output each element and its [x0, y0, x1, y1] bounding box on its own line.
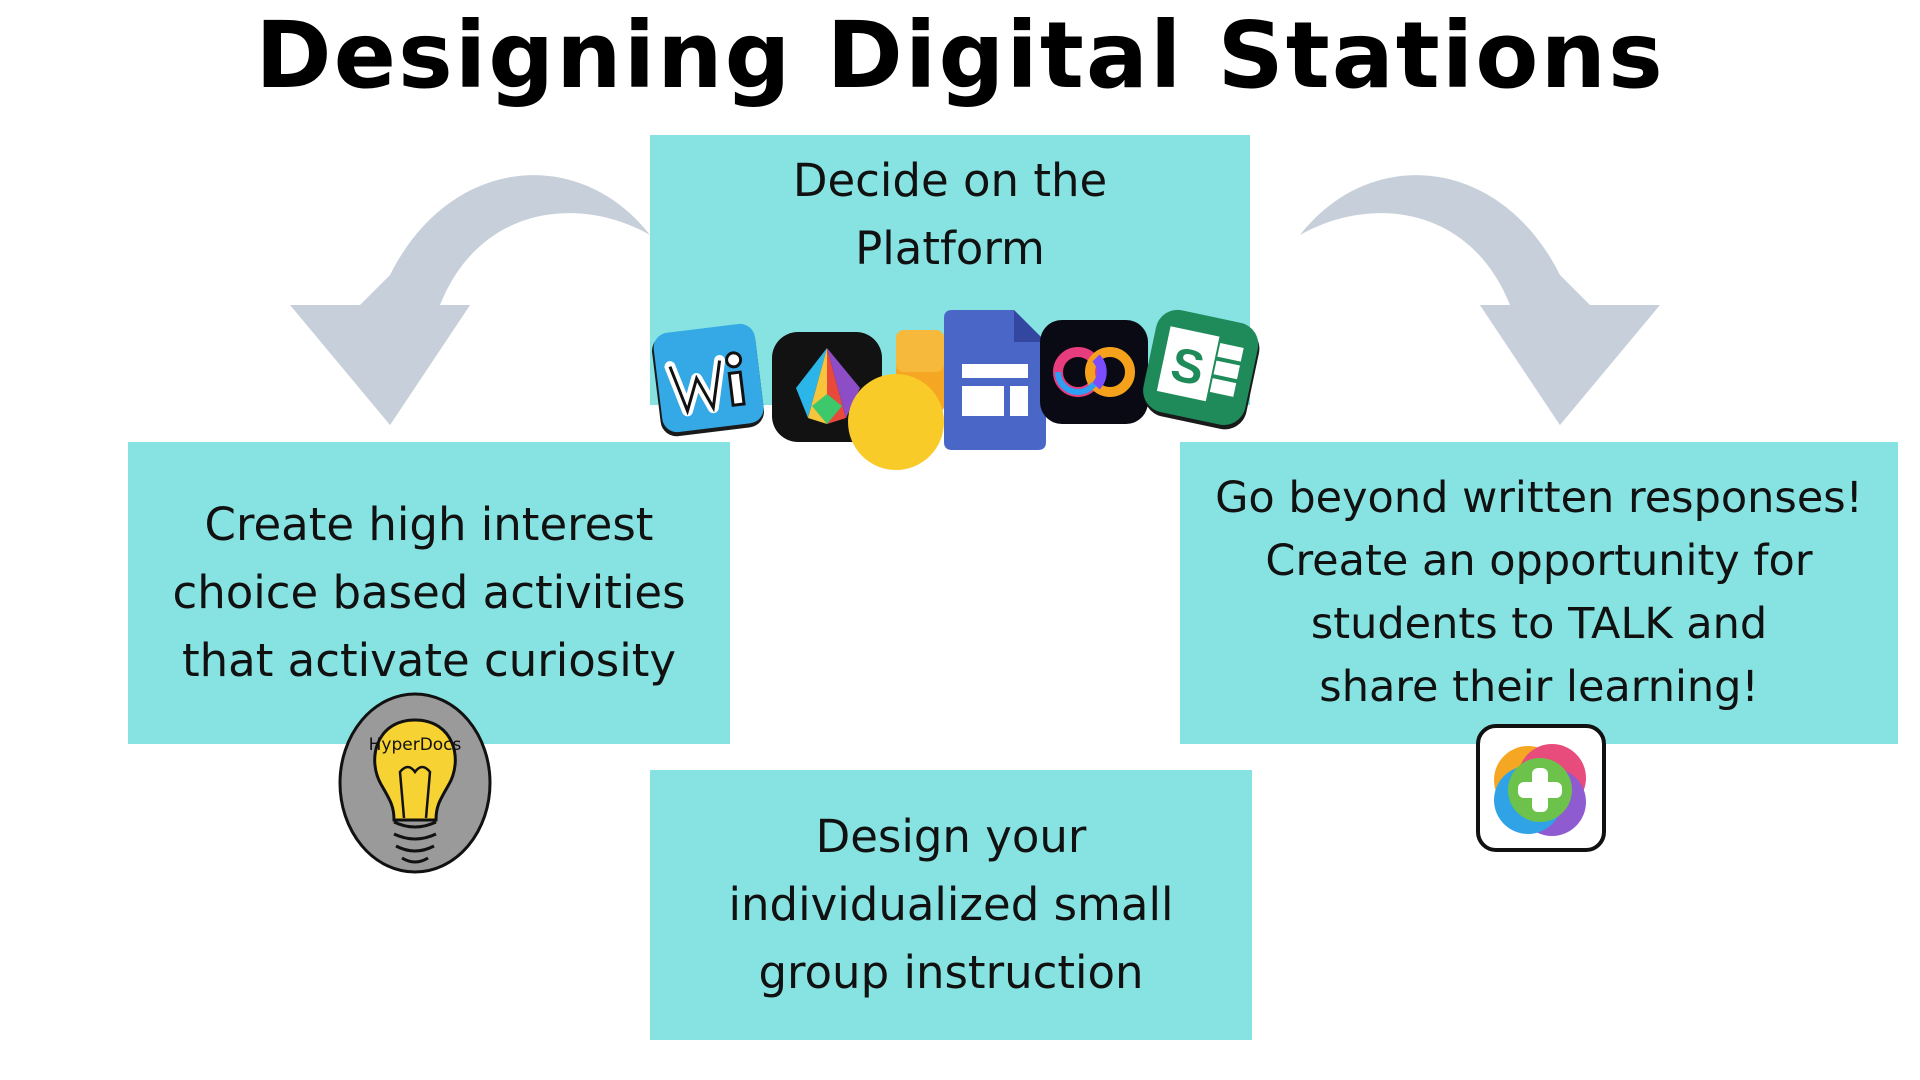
- curved-arrow-left-icon: [290, 175, 650, 425]
- curved-arrow-right-icon: [1300, 175, 1660, 425]
- instruction-text: Design your individualized small group i…: [728, 810, 1174, 999]
- platform-text: Decide on the Platform: [792, 154, 1108, 275]
- talk-box: Go beyond written responses! Create an o…: [1180, 442, 1898, 744]
- microsoft-sway-icon: S: [1143, 309, 1260, 430]
- activities-box: Create high interest choice based activi…: [128, 442, 730, 744]
- talk-text: Go beyond written responses! Create an o…: [1215, 473, 1863, 712]
- flipgrid-icon: [1476, 724, 1606, 852]
- adobe-creative-cloud-icon: [1040, 320, 1148, 424]
- google-sites-icon: [944, 310, 1046, 450]
- wizer-icon: [652, 323, 765, 437]
- google-slides-icon: [848, 330, 944, 470]
- activities-text: Create high interest choice based activi…: [172, 498, 686, 687]
- hyperdocs-label: HyperDocs: [369, 735, 462, 755]
- page-title: Designing Digital Stations: [255, 2, 1665, 109]
- instruction-box: Design your individualized small group i…: [650, 770, 1252, 1040]
- hyperdocs-lightbulb-icon: HyperDocs: [338, 692, 492, 874]
